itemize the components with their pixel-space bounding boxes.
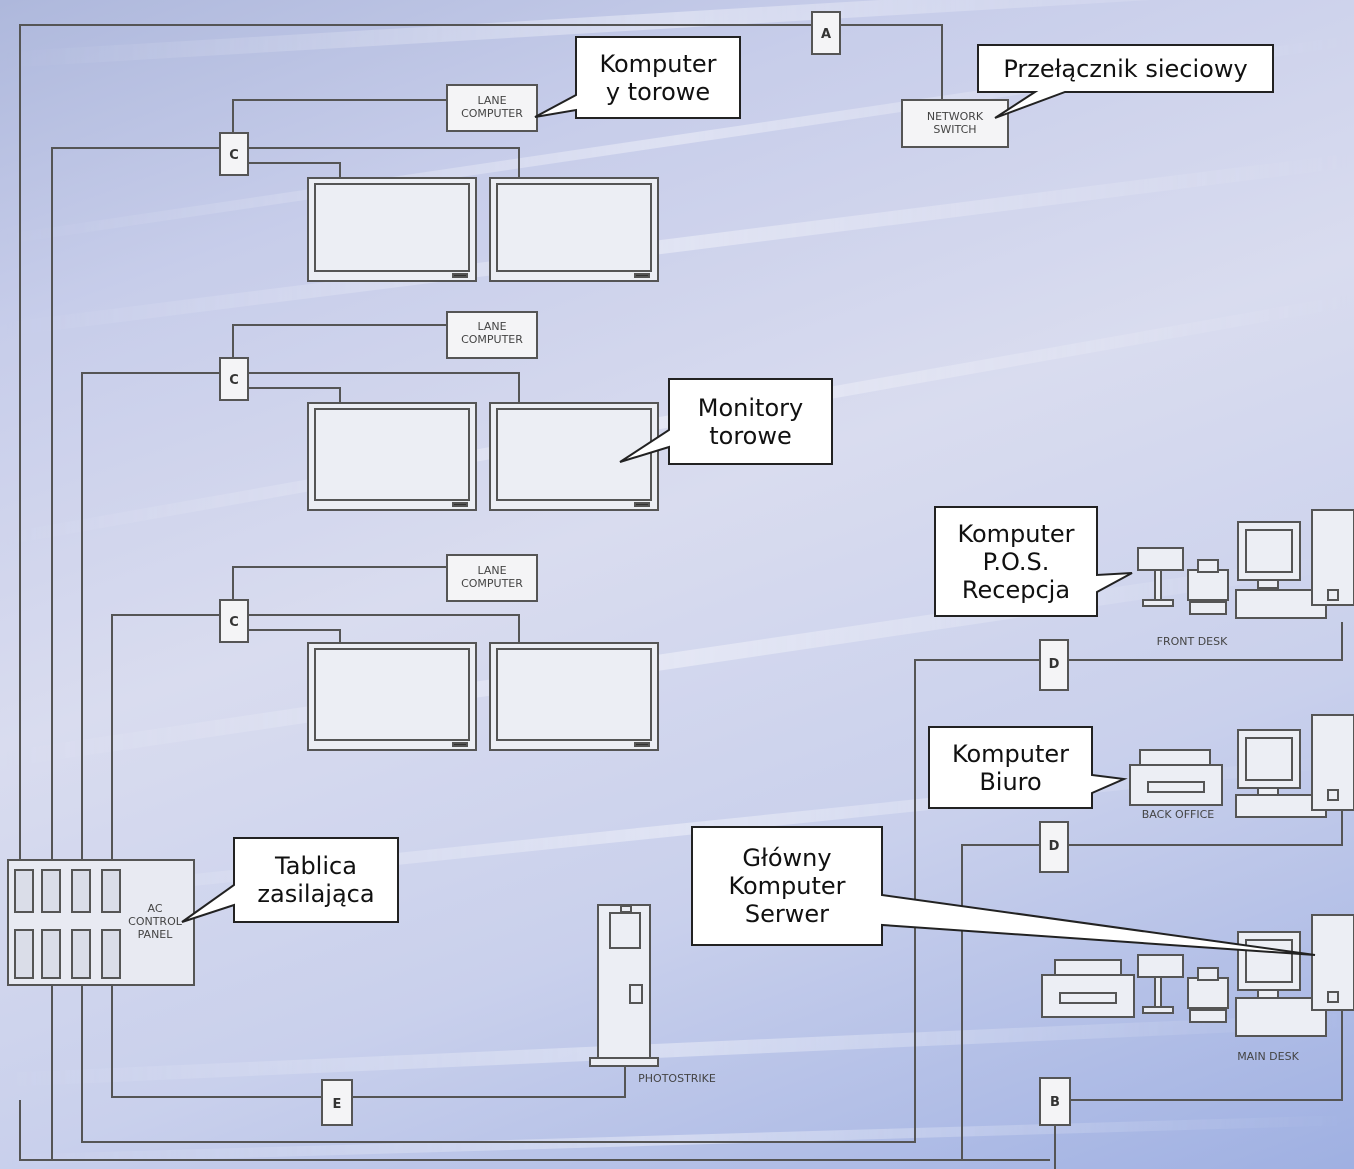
lane-computer-label-2-line: LANE <box>477 320 506 333</box>
callout-office-computer-shape <box>928 726 1128 809</box>
connector-boxes: A C C C D D E B <box>219 11 1071 1126</box>
lane-computer-label-3-line: LANE <box>477 564 506 577</box>
network-switch-label-line: NETWORK <box>927 110 984 123</box>
connector-d-2: D <box>1039 821 1069 873</box>
connector-c-label: C <box>229 615 239 630</box>
monitor <box>307 642 477 751</box>
connector-e-label: E <box>333 1097 342 1112</box>
front-desk-station: FRONT DESK <box>1137 509 1354 648</box>
lane-computer-label-1-line: LANE <box>477 94 506 107</box>
main-desk-label: MAIN DESK <box>1237 1050 1299 1063</box>
ac-control-panel-label-line: PANEL <box>138 928 174 941</box>
monitor <box>307 402 477 511</box>
callout-lane-computers-shape <box>534 36 741 119</box>
ac-control-panel-label-line: AC <box>147 902 162 915</box>
monitor <box>489 177 659 282</box>
front-desk-label: FRONT DESK <box>1157 635 1228 648</box>
monitor <box>489 642 659 751</box>
connector-d-label: D <box>1049 657 1060 672</box>
callout-pos-computer-shape <box>934 506 1133 617</box>
connector-b: B <box>1039 1077 1071 1126</box>
lane-monitors <box>307 177 659 751</box>
lane-computer-label-1-line: COMPUTER <box>461 107 523 120</box>
main-desk-station: MAIN DESK <box>1041 914 1354 1063</box>
lane-computer-label-2-line: COMPUTER <box>461 333 523 346</box>
callout-power-panel-shape <box>181 837 399 923</box>
connector-a-label: A <box>821 27 831 42</box>
connector-d-label: D <box>1049 839 1060 854</box>
photostrike-label: PHOTOSTRIKE <box>638 1072 716 1085</box>
callout-lane-monitors-shape <box>619 378 833 465</box>
connector-c-label: C <box>229 148 239 163</box>
connector-c-1: C <box>219 132 249 176</box>
network-switch-label-line: SWITCH <box>933 123 976 136</box>
back-office-station: BACK OFFICE <box>1129 714 1354 821</box>
photostrike-kiosk: PHOTOSTRIKE <box>589 904 716 1085</box>
callouts <box>181 36 1316 956</box>
connector-a: A <box>811 11 841 55</box>
monitor <box>489 402 659 511</box>
lane-computer-label-3-line: COMPUTER <box>461 577 523 590</box>
callout-main-server-shape <box>691 826 1316 956</box>
back-office-label: BACK OFFICE <box>1142 808 1215 821</box>
connector-c-2: C <box>219 357 249 401</box>
connector-b-label: B <box>1050 1095 1060 1110</box>
connector-c-3: C <box>219 599 249 643</box>
connector-c-label: C <box>229 373 239 388</box>
callout-network-switch-shape <box>977 44 1274 119</box>
network-wires <box>19 24 1343 1169</box>
connector-d-1: D <box>1039 639 1069 691</box>
connector-e: E <box>321 1079 353 1126</box>
ac-control-panel-label-line: CONTROL <box>128 915 183 928</box>
monitor <box>307 177 477 282</box>
